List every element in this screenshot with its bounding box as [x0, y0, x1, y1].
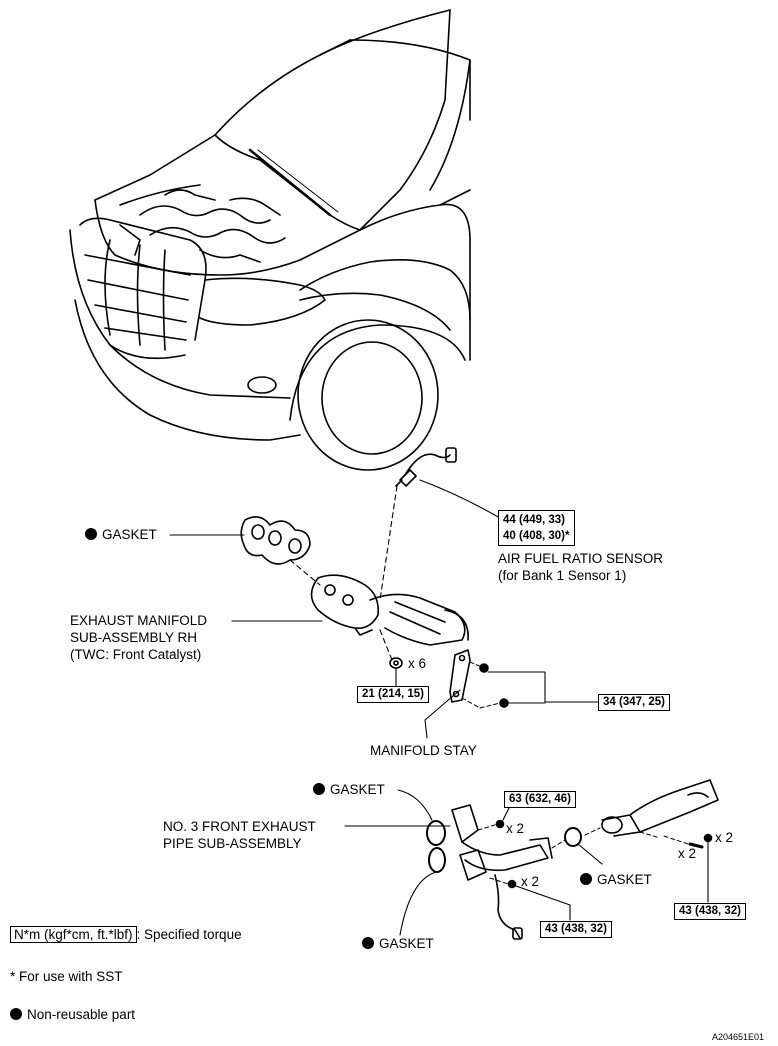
manifold-nut-torque-box: 21 (214, 15)	[357, 686, 430, 703]
right-gasket-drawing	[564, 827, 582, 847]
stay-bolt-torque-box: 34 (347, 25)	[598, 694, 671, 711]
pipe-gasket-lower-drawing	[428, 847, 446, 873]
front-pipe-label: NO. 3 FRONT EXHAUST PIPE SUB-ASSEMBLY	[163, 819, 316, 851]
right-bolt-torque-box: 43 (438, 32)	[674, 903, 747, 920]
exhaust-manifold-drawing	[310, 574, 469, 646]
torque-legend-text: : Specified torque	[136, 927, 242, 942]
right-gasket-label: GASKET	[580, 871, 652, 888]
manifold-stay-drawing	[449, 649, 471, 703]
torque-legend: N*m (kgf*cm, ft.*lbf): Specified torque	[10, 926, 242, 943]
pipe-nut-torque-box: 63 (632, 46)	[504, 791, 577, 808]
pipe-gasket-upper-label: GASKET	[313, 781, 385, 798]
sst-note: * For use with SST	[10, 969, 123, 984]
figure-id: A204651E01	[712, 1032, 765, 1042]
air-fuel-ratio-sensor-drawing	[395, 447, 457, 487]
rear-exhaust-pipe-drawing	[601, 779, 719, 837]
af-sensor-torque-box: 44 (449, 33) 40 (408, 30)*	[498, 510, 575, 546]
torque-unit-sample: N*m (kgf*cm, ft.*lbf)	[10, 926, 137, 943]
manifold-nut-drawing	[389, 657, 403, 669]
manifold-gasket-drawing	[240, 516, 311, 565]
non-reusable-bullet-icon	[85, 528, 97, 540]
manifold-nut-quantity: x 6	[408, 656, 427, 671]
af-sensor-label: AIR FUEL RATIO SENSOR (for Bank 1 Sensor…	[498, 551, 664, 583]
vehicle-illustration	[69, 9, 471, 471]
pipe-nut-quantity: x 2	[506, 821, 525, 836]
manifold-gasket-label: GASKET	[85, 526, 157, 543]
right-bolt-quantity-a: x 2	[678, 846, 697, 861]
non-reusable-bullet-icon	[10, 1008, 22, 1020]
right-bolt-quantity-b: x 2	[715, 830, 734, 845]
pipe-gasket-upper-drawing	[426, 820, 446, 846]
non-reusable-bullet-icon	[580, 873, 592, 885]
pipe-gasket-lower-label: GASKET	[362, 935, 434, 952]
non-reusable-legend: Non-reusable part	[10, 1006, 135, 1023]
pipe-bolt-torque-box: 43 (438, 32)	[540, 921, 613, 938]
pipe-bolt-quantity: x 2	[521, 874, 540, 889]
non-reusable-bullet-icon	[362, 937, 374, 949]
exhaust-manifold-label: EXHAUST MANIFOLD SUB-ASSEMBLY RH (TWC: F…	[70, 613, 208, 662]
manifold-stay-label: MANIFOLD STAY	[370, 743, 477, 758]
non-reusable-bullet-icon	[313, 783, 325, 795]
